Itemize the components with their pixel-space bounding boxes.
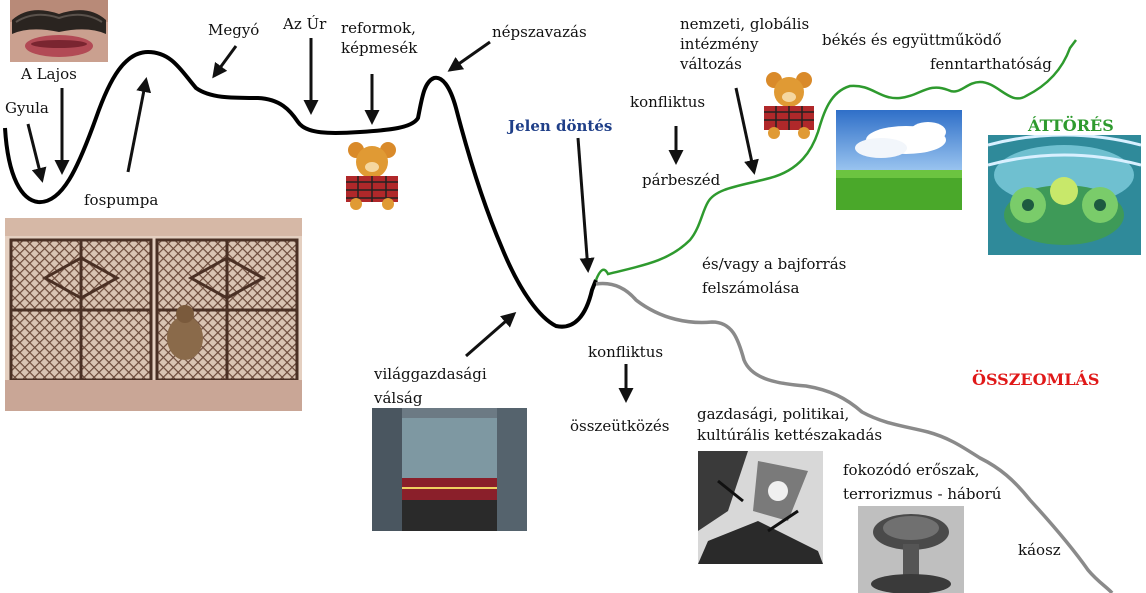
- label-megyo: Megyó: [208, 21, 260, 39]
- label-fenntarthatosag: fenntarthatóság: [930, 55, 1052, 73]
- label-attores: ÁTTÖRÉS: [1028, 116, 1114, 135]
- arrow-gyula: [26, 123, 47, 183]
- arrow-nepszavazas: [447, 40, 491, 72]
- label-parbeszed: párbeszéd: [642, 171, 721, 189]
- label-gyula: Gyula: [5, 99, 49, 117]
- fractal-image: [988, 135, 1141, 255]
- label-fospumpa: fospumpa: [84, 191, 159, 209]
- label-vilaggazdasagi: világgazdasági válság: [374, 365, 487, 407]
- collapse-curve: [595, 281, 1114, 593]
- label-a-lajos: A Lajos: [21, 65, 77, 83]
- landscape-image: [836, 110, 962, 210]
- label-reformok: reformok, képmesék: [341, 19, 418, 57]
- breakthrough-curve: [594, 39, 1077, 281]
- mushroom-cloud-photo: [858, 506, 964, 593]
- label-konfliktus-bottom: konfliktus: [588, 343, 664, 361]
- mustache-image: [10, 0, 108, 62]
- label-gazdasagi: gazdasági, politikai, kultúrális kettész…: [697, 405, 883, 444]
- label-osszeutkozes: összeütközés: [570, 417, 670, 435]
- arrow-vilaggazd: [465, 312, 517, 358]
- building-photo: [372, 408, 527, 531]
- label-osszeomlas: ÖSSZEOMLÁS: [972, 370, 1100, 389]
- label-konfliktus-top: konfliktus: [630, 93, 706, 111]
- label-bajforras: és/vagy a bajforrás felszámolása: [702, 255, 847, 297]
- label-bekes: békés és együttműködő: [822, 31, 1002, 49]
- arrow-nemzeti: [734, 87, 759, 175]
- guernica-image: [698, 451, 823, 564]
- label-nepszavazas: népszavazás: [492, 23, 587, 41]
- label-jelen-dontes: Jelen döntés: [508, 117, 613, 135]
- label-az-ur: Az Úr: [283, 15, 327, 33]
- teddy-bear-image-1: [338, 140, 406, 210]
- arrow-fospumpa: [126, 77, 152, 173]
- monkey-photo: [5, 218, 302, 411]
- label-fokozodo: fokozódó erőszak, terrorizmus - háború: [843, 461, 1002, 503]
- arrow-megyo: [212, 45, 238, 79]
- teddy-bear-image-2: [758, 70, 820, 140]
- label-nemzeti: nemzeti, globális intézmény változás: [680, 15, 810, 73]
- arrow-jelen: [576, 137, 595, 273]
- label-kaosz: káosz: [1018, 541, 1061, 559]
- history-curve: [3, 49, 598, 329]
